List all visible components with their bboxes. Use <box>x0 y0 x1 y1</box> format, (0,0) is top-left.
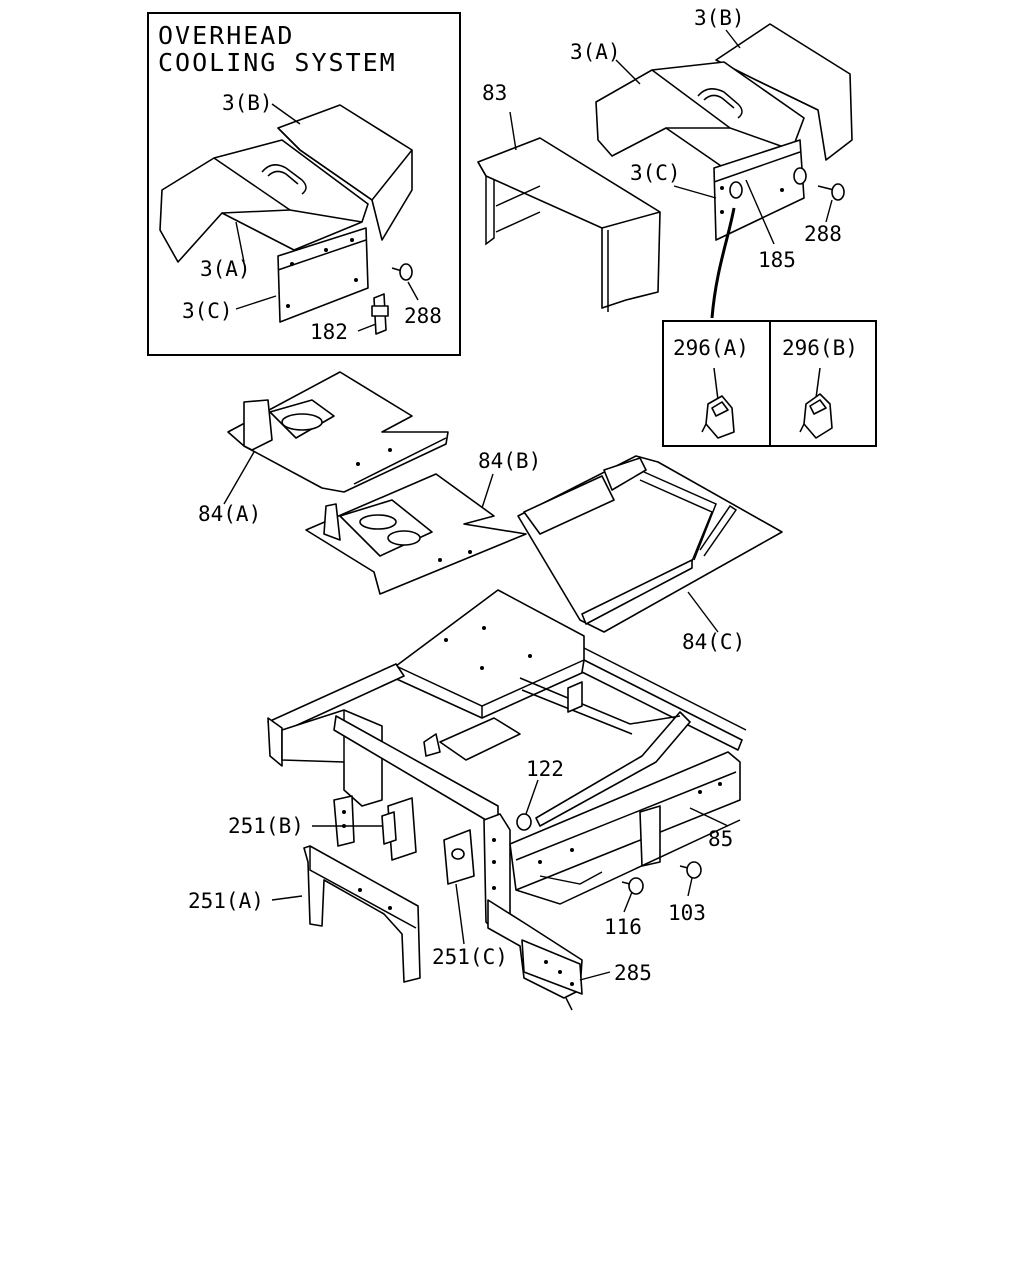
label-inset-182: 182 <box>310 320 348 344</box>
label-top-3c: 3(C) <box>630 161 681 185</box>
panel-83 <box>477 137 661 312</box>
label-85: 85 <box>708 827 733 851</box>
label-84a: 84(A) <box>198 502 261 526</box>
inset-cover-a <box>159 139 369 263</box>
inset-bolt-288 <box>391 263 413 281</box>
label-inset-288: 288 <box>404 304 442 328</box>
leader-251c <box>455 883 465 945</box>
leader-185 <box>745 179 775 245</box>
leader-83 <box>509 111 517 151</box>
bolt-116 <box>621 877 644 895</box>
label-84b: 84(B) <box>478 449 541 473</box>
label-296a: 296(A) <box>673 336 749 360</box>
floor-plate-84b <box>305 473 527 595</box>
inset-title-line1: OVERHEAD <box>158 21 294 50</box>
label-251c: 251(C) <box>432 945 508 969</box>
label-top-3b: 3(B) <box>694 6 745 30</box>
clip-box: 296(A) 296(B) <box>662 320 877 447</box>
label-83: 83 <box>482 81 507 105</box>
label-84c: 84(C) <box>682 630 745 654</box>
label-122: 122 <box>526 757 564 781</box>
inset-cover-b <box>277 104 413 241</box>
leader-103 <box>687 877 693 897</box>
leader-inset-3a <box>235 221 245 263</box>
leader-top-3c <box>673 185 717 199</box>
inset-overhead-cooling: OVERHEAD COOLING SYSTEM <box>147 12 461 356</box>
top-cover-b <box>715 23 853 161</box>
label-185: 185 <box>758 248 796 272</box>
label-296b: 296(B) <box>782 336 858 360</box>
leader-hidden-line <box>539 871 603 885</box>
label-251b: 251(B) <box>228 814 304 838</box>
bracket-251b <box>381 797 417 861</box>
floor-plate-84a <box>227 371 449 493</box>
label-103: 103 <box>668 901 706 925</box>
clip-296a-icon <box>701 367 735 439</box>
label-top-288: 288 <box>804 222 842 246</box>
label-inset-3c: 3(C) <box>182 299 233 323</box>
bracket-251a <box>303 845 421 983</box>
leader-85 <box>689 807 729 827</box>
leader-inset-3c <box>235 295 277 310</box>
clip-296b-icon <box>799 367 833 439</box>
label-251a: 251(A) <box>188 889 264 913</box>
bracket-251c <box>443 829 475 885</box>
top-cover-c <box>713 139 807 241</box>
leader-251a <box>271 895 303 901</box>
leader-84b <box>481 473 494 509</box>
inset-cover-c <box>277 227 369 323</box>
leader-top-3b <box>725 29 741 49</box>
inset-frame <box>147 12 461 356</box>
leader-285 <box>579 971 611 981</box>
leader-inset-3b <box>271 103 301 125</box>
leader-top-288 <box>825 199 833 223</box>
leader-122 <box>525 779 539 815</box>
leader-inset-288 <box>407 281 419 301</box>
leader-inset-182 <box>357 323 377 332</box>
label-inset-3b: 3(B) <box>222 91 273 115</box>
label-116: 116 <box>604 915 642 939</box>
plate-285 <box>487 899 583 1011</box>
nut-122 <box>516 813 532 831</box>
bolt-103 <box>679 861 702 879</box>
leader-116 <box>623 891 633 913</box>
label-285: 285 <box>614 961 652 985</box>
label-top-3a: 3(A) <box>570 40 621 64</box>
cable-to-clips <box>710 207 736 319</box>
floor-plate-84c <box>517 455 783 633</box>
label-inset-3a: 3(A) <box>200 257 251 281</box>
inset-title-line2: COOLING SYSTEM <box>158 48 397 77</box>
inset-clip-182 <box>371 293 389 335</box>
cab-frame <box>267 589 747 933</box>
top-bolt-288 <box>817 183 845 201</box>
leader-84c <box>687 591 719 633</box>
leader-84a <box>223 451 255 505</box>
leader-top-3a <box>615 59 641 85</box>
